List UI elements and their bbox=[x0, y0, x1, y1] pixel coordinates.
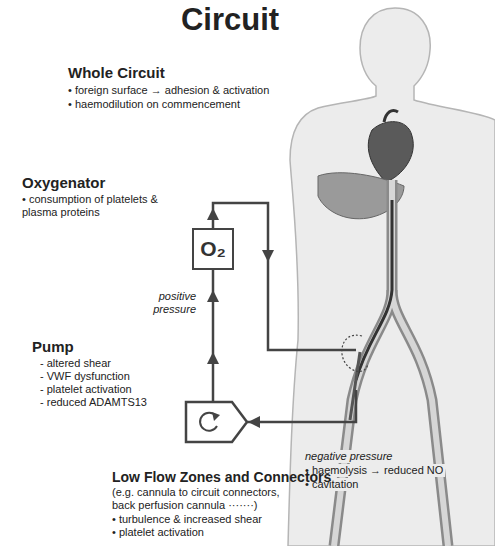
section-heading: Whole Circuit bbox=[68, 64, 165, 82]
pressure-note: negative pressure bbox=[303, 450, 394, 463]
diagram-title: Circuit bbox=[0, 0, 460, 40]
pump-symbol bbox=[186, 402, 247, 442]
bullet-note: - altered shear bbox=[40, 357, 111, 370]
bullet-note: - VWF dysfunction bbox=[40, 370, 130, 383]
bullet-note: • platelet activation bbox=[112, 526, 204, 539]
bullet-note: • consumption of platelets & plasma prot… bbox=[22, 193, 164, 219]
bullet-note: (e.g. cannula to circuit connectors, bac… bbox=[112, 486, 300, 512]
bullet-note: - reduced ADAMTS13 bbox=[40, 396, 147, 409]
section-heading: Oxygenator bbox=[22, 174, 105, 192]
pressure-note: positive pressure bbox=[146, 290, 196, 316]
vessels bbox=[334, 180, 448, 546]
circuit-tubing bbox=[213, 203, 356, 422]
organs bbox=[318, 110, 413, 218]
section-heading: Pump bbox=[32, 338, 74, 356]
bullet-note: • turbulence & increased shear bbox=[112, 513, 262, 526]
bullet-note: • haemodilution on commencement bbox=[68, 98, 240, 111]
bullet-note: - platelet activation bbox=[40, 383, 132, 396]
oxygenator-box: O₂ bbox=[192, 228, 234, 270]
body-silhouette bbox=[288, 8, 495, 546]
node-text: O₂ bbox=[200, 237, 226, 261]
bullet-note: • foreign surface → adhesion & activatio… bbox=[68, 84, 269, 97]
section-heading: Low Flow Zones and Connectors bbox=[112, 468, 331, 486]
